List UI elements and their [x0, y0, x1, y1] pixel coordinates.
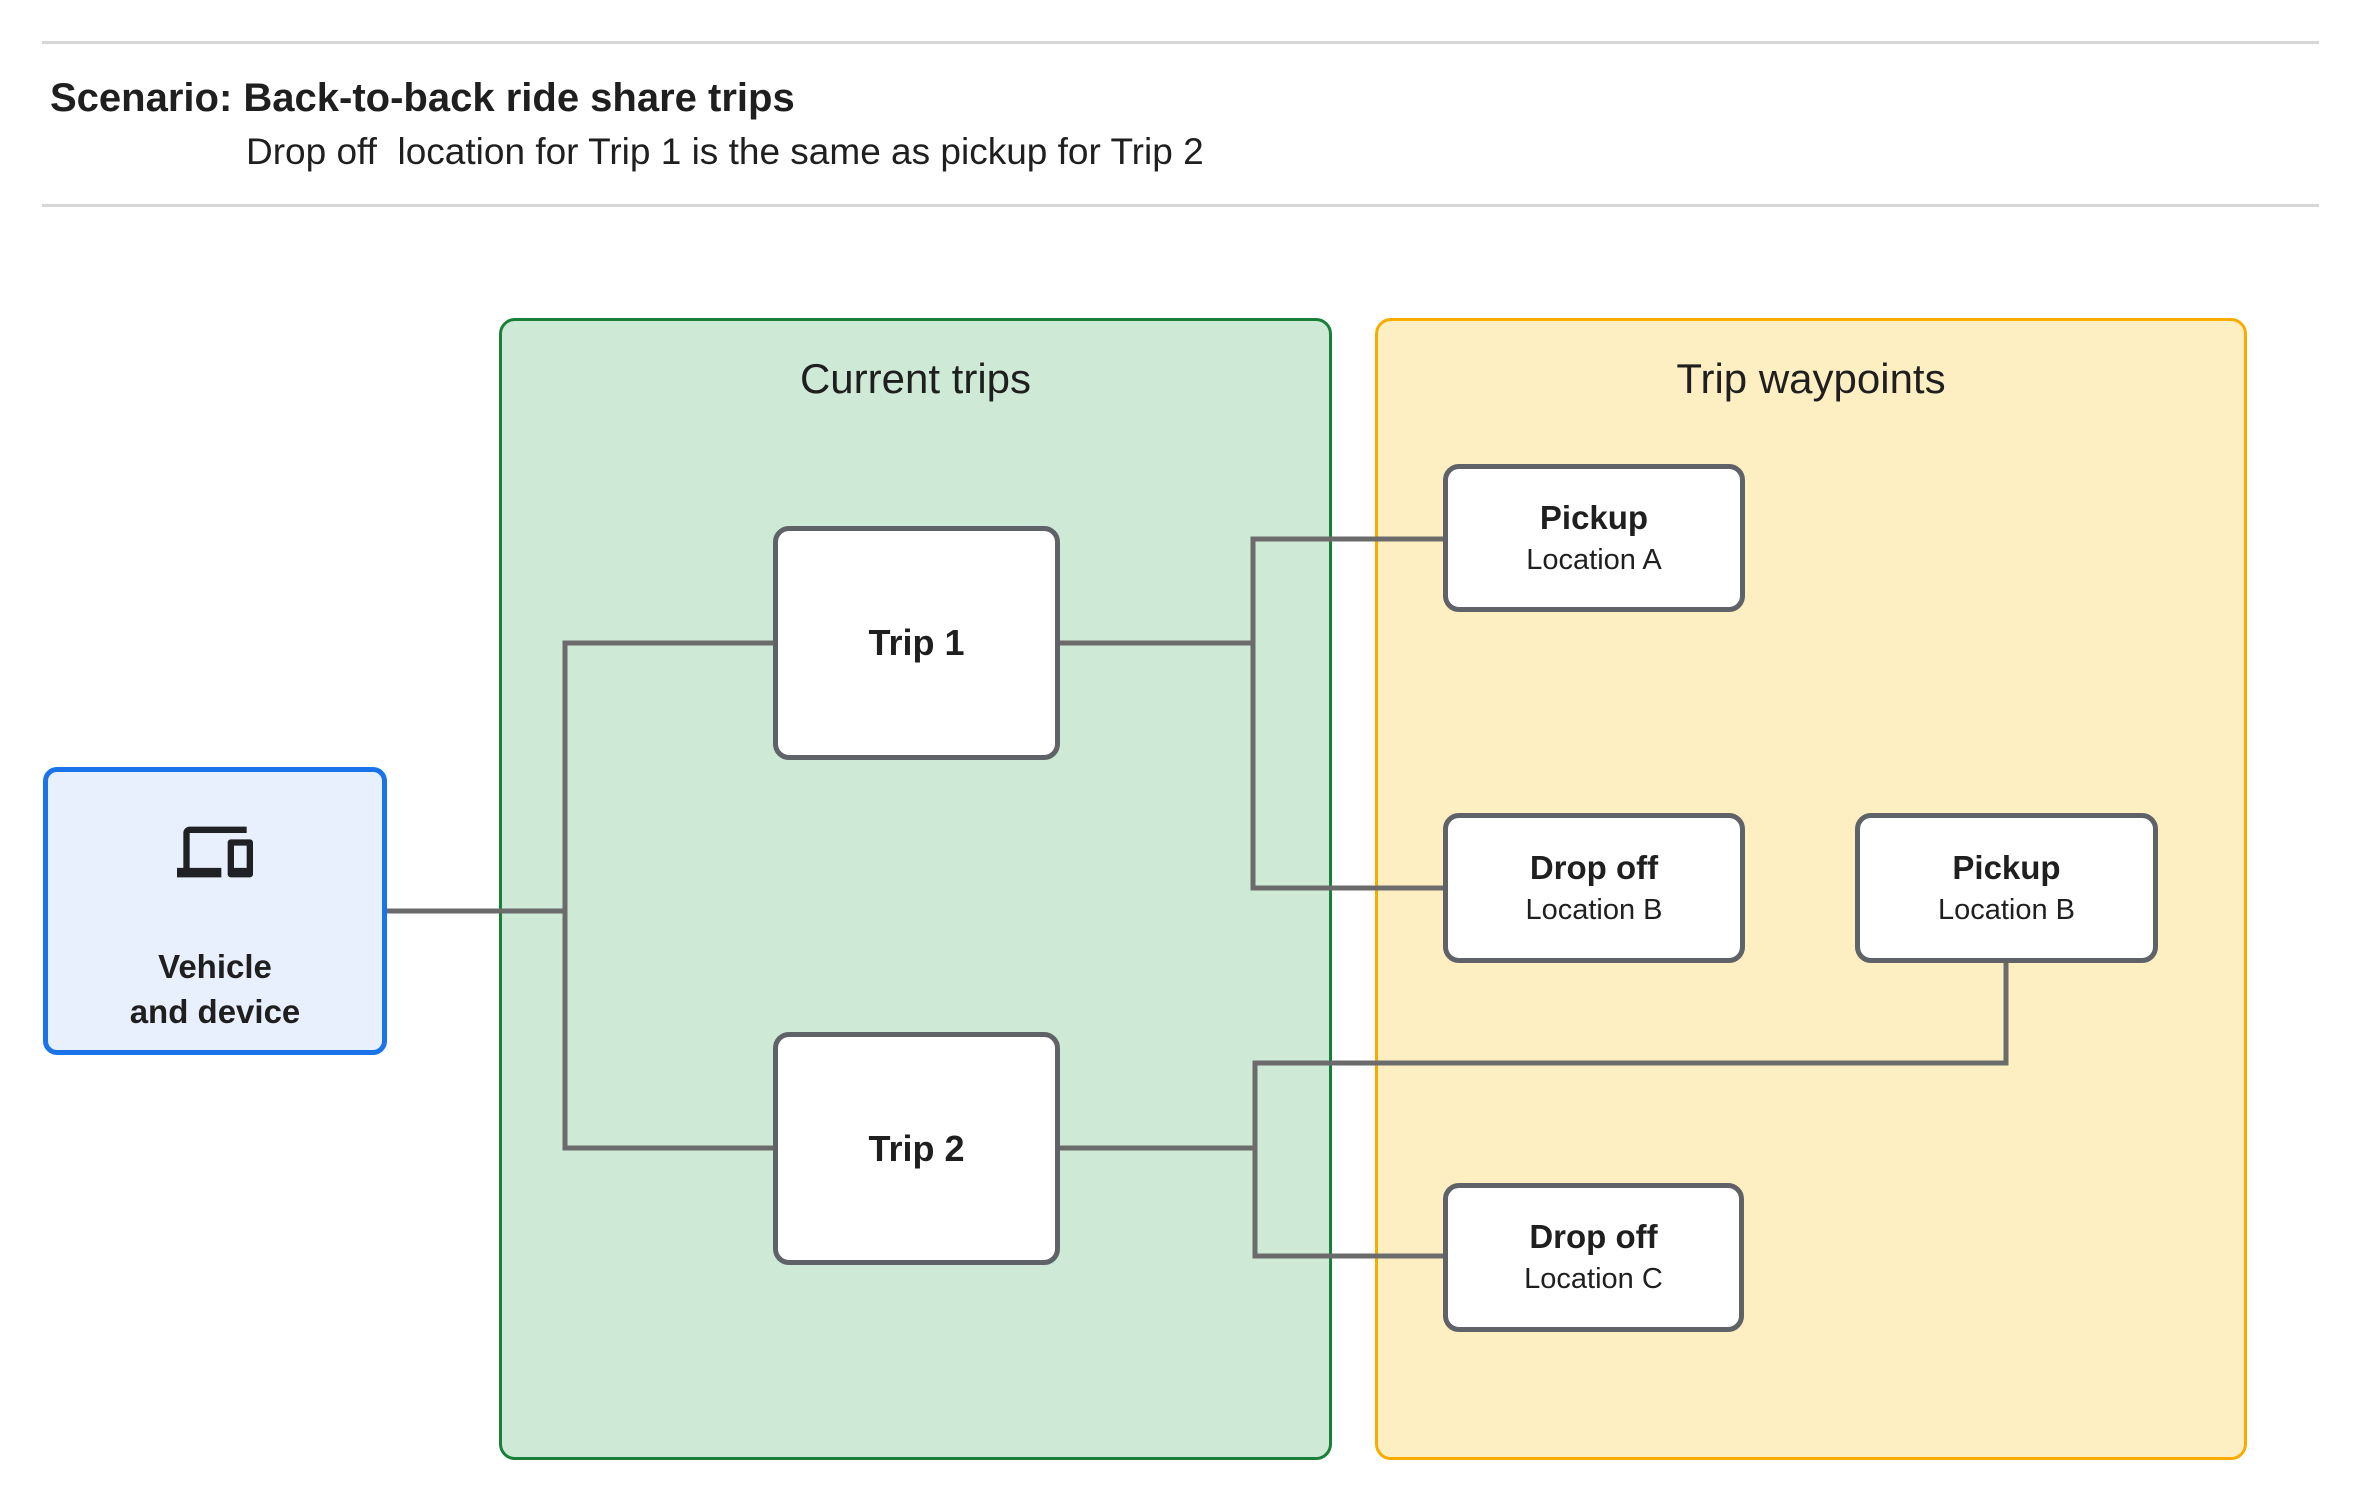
trip-2-label: Trip 2: [868, 1127, 965, 1169]
trip-waypoints-title: Trip waypoints: [1676, 355, 1946, 402]
trip-2-node: Trip 2: [773, 1032, 1060, 1265]
vehicle-device-node: Vehicle and device: [43, 767, 387, 1055]
vehicle-device-label: Vehicle and device: [129, 948, 301, 1030]
current-trips-panel: Current trips: [499, 318, 1332, 1460]
waypoint-subtitle: Location B: [1937, 893, 2076, 926]
waypoint-title: Pickup: [1539, 498, 1649, 536]
waypoint-title: Drop off: [1529, 848, 1659, 886]
waypoint-pickup-a-node: Pickup Location A: [1443, 464, 1745, 612]
header-divider-bottom: [42, 204, 2319, 207]
waypoint-dropoff-b-node: Drop off Location B: [1443, 813, 1745, 963]
current-trips-title: Current trips: [799, 355, 1032, 402]
scenario-title: Scenario: Back-to-back ride share trips: [50, 76, 795, 120]
waypoint-subtitle: Location C: [1524, 1263, 1663, 1295]
waypoint-title: Pickup: [1952, 848, 2061, 886]
trip-1-node: Trip 1: [773, 526, 1060, 760]
trip-1-label: Trip 1: [868, 622, 965, 663]
waypoint-title: Drop off: [1529, 1218, 1658, 1255]
waypoint-dropoff-c-node: Drop off Location C: [1443, 1183, 1744, 1332]
waypoint-pickup-b-node: Pickup Location B: [1855, 813, 2158, 963]
scenario-subtitle: Drop off location for Trip 1 is the same…: [246, 131, 1204, 172]
waypoint-subtitle: Location B: [1525, 893, 1663, 926]
waypoint-subtitle: Location A: [1526, 543, 1662, 576]
devices-icon: [177, 814, 253, 890]
header-divider-top: [42, 41, 2319, 44]
